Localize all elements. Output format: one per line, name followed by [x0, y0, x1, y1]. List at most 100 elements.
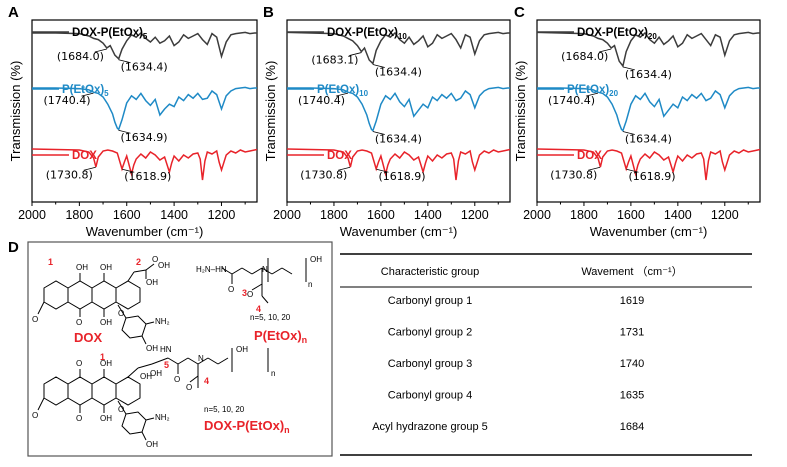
- conj-o-2: O: [76, 414, 82, 423]
- peox-number-4: 4: [256, 304, 261, 314]
- peak-annotation: (1730.8): [550, 168, 597, 181]
- y-axis-label: Transmission (%): [8, 61, 23, 162]
- conj-oh-5: OH: [236, 345, 248, 354]
- peak-annotation: (1684.0): [57, 50, 104, 63]
- table-cell: 1740: [620, 358, 644, 370]
- dox-label: DOX: [74, 330, 103, 345]
- peak-annotation: (1684.0): [561, 50, 608, 63]
- chemical-structures-panel: OH O OH OH OH O OH O O NH₂ OH DOX 1 2: [27, 241, 333, 457]
- series-label: DOX: [577, 150, 602, 162]
- annotation-leader: [118, 59, 131, 64]
- plot-frame: [536, 19, 761, 203]
- panel-letter-b: B: [263, 4, 274, 21]
- conj-oh-3: OH: [140, 372, 152, 381]
- conj-o-1: O: [76, 359, 82, 368]
- conj-number-4: 4: [204, 376, 209, 386]
- x-tick-label: 2000: [273, 208, 301, 222]
- series-line-dox-p-etox-20: [537, 31, 760, 68]
- conj-oh-6: OH: [146, 440, 158, 449]
- series-line-p-etox-5: [32, 86, 257, 131]
- peak-annotation: (1618.9): [124, 170, 171, 183]
- conj-o-3: O: [174, 375, 180, 384]
- conj-o-4: O: [186, 383, 192, 392]
- peak-annotation: (1618.9): [378, 170, 425, 183]
- annotation-leader: [94, 48, 107, 53]
- annotation-leader: [335, 92, 349, 97]
- conjugate-atom-labels: O O OH OH OH OH HN O N O OH n O O NH₂ OH…: [32, 345, 275, 449]
- series-label: P(EtOx)20: [567, 84, 619, 98]
- conj-n: N: [198, 354, 204, 363]
- conj-oh-2: OH: [100, 414, 112, 423]
- peak-annotation: (1740.4): [548, 94, 595, 107]
- x-tick-label: 1200: [461, 208, 489, 222]
- conj-nh2: NH₂: [155, 413, 170, 422]
- x-tick-label: 1400: [414, 208, 442, 222]
- annotation-leader: [622, 66, 635, 71]
- dox-number-1: 1: [48, 257, 53, 267]
- peak-annotation: (1740.4): [43, 94, 90, 107]
- y-axis-label: Transmission (%): [513, 61, 528, 162]
- series-line-dox: [32, 148, 257, 181]
- peak-annotation: (1740.4): [298, 94, 345, 107]
- x-axis-label: Wavenumber (cm⁻¹): [590, 224, 708, 239]
- structures-border: [27, 241, 333, 457]
- series-label: DOX: [327, 150, 352, 162]
- series-label: P(EtOx)10: [317, 84, 369, 98]
- peox-h2n-hn: H₂N–HN: [196, 265, 227, 274]
- peak-annotation: (1634.9): [120, 131, 167, 144]
- peox-atom-labels: H₂N–HN O O N OH n n=5, 10, 20: [196, 255, 322, 322]
- annotation-leader: [118, 129, 131, 134]
- dox-oh-3: OH: [100, 318, 112, 327]
- table-row: Carbonyl group 3 1740: [388, 358, 644, 370]
- peak-annotation: (1730.8): [300, 168, 347, 181]
- series-line-p-etox-20: [537, 86, 760, 132]
- x-tick-label: 2000: [523, 208, 551, 222]
- table-cell: 1635: [620, 390, 644, 402]
- dox-nh2: NH₂: [155, 317, 170, 326]
- peak-annotation: (1618.9): [628, 170, 675, 183]
- peak-annotation: (1634.4): [375, 133, 422, 146]
- peox-label: P(EtOx)n: [254, 328, 307, 345]
- dox-number-2: 2: [136, 257, 141, 267]
- peox-o-2: O: [247, 290, 253, 299]
- peox-number-3: 3: [242, 288, 247, 298]
- dox-oh-6: OH: [146, 344, 158, 353]
- x-axis-label: Wavenumber (cm⁻¹): [340, 224, 458, 239]
- dox-o-3: O: [32, 315, 38, 324]
- peox-structure: [221, 258, 307, 304]
- conj-oh-4: OH: [150, 369, 162, 378]
- peak-annotation: (1634.4): [121, 61, 168, 74]
- conj-number-5: 5: [164, 360, 169, 370]
- series-label: P(EtOx)5: [62, 84, 109, 98]
- peox-n-sub: n: [308, 280, 312, 289]
- table-cell: Carbonyl group 1: [388, 295, 472, 307]
- table-cell: 1619: [620, 295, 644, 307]
- plot-frame: [286, 19, 511, 203]
- annotation-leader: [622, 131, 635, 135]
- dox-o-1: O: [76, 318, 82, 327]
- dox-atom-labels: OH O OH OH OH O OH O O NH₂ OH: [32, 255, 170, 353]
- x-tick-label: 1200: [711, 208, 739, 222]
- dox-oh-2: OH: [100, 263, 112, 272]
- annotation-leader: [372, 131, 385, 135]
- annotation-leader: [122, 168, 135, 173]
- annotation-leader: [585, 92, 599, 97]
- table-cell: 1684: [620, 421, 644, 433]
- peak-annotation: (1634.4): [625, 68, 672, 81]
- table-cell: Carbonyl group 3: [388, 358, 472, 370]
- x-tick-label: 1800: [65, 208, 93, 222]
- x-axis-label: Wavenumber (cm⁻¹): [86, 224, 204, 239]
- annotation-leader: [83, 166, 96, 171]
- series-label: DOX-P(EtOx)20: [577, 27, 657, 41]
- table-cell: Carbonyl group 2: [388, 327, 472, 339]
- annotation-leader: [599, 48, 612, 53]
- conj-o-6: O: [118, 405, 124, 414]
- series-label: DOX-P(EtOx)5: [72, 27, 148, 41]
